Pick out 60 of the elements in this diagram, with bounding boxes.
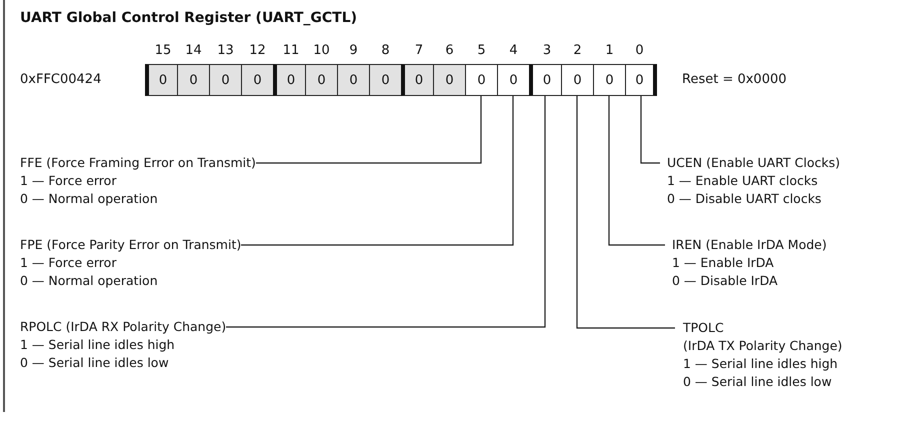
bit-number: 6 (444, 43, 455, 58)
bit-number: 5 (476, 43, 487, 58)
field-name: TPOLC (683, 319, 724, 337)
bit-number: 15 (154, 43, 172, 58)
bit-value: 0 (573, 72, 582, 88)
field-description: 1 — Enable UART clocks (667, 172, 818, 190)
bit-number: 10 (312, 43, 331, 58)
leader-line (608, 96, 665, 246)
leader-line (256, 96, 482, 164)
bit-value: 0 (381, 72, 390, 88)
bit-value: 0 (542, 72, 552, 88)
field-name: RPOLC (IrDA RX Polarity Change) (20, 318, 226, 336)
field-description: 0 — Disable UART clocks (667, 190, 822, 208)
field-name: UCEN (Enable UART Clocks) (667, 154, 840, 172)
field-name: IREN (Enable IrDA Mode) (672, 236, 827, 254)
field-description: 1 — Force error (20, 254, 116, 272)
bit-value: 0 (445, 72, 454, 88)
leader-line (576, 96, 675, 329)
bit-value: 0 (317, 72, 326, 88)
field-description: 1 — Force error (20, 172, 116, 190)
field-description: 1 — Serial line idles high (20, 336, 175, 354)
bit-number: 7 (414, 43, 424, 58)
bit-number: 12 (248, 43, 267, 58)
bit-value: 0 (253, 72, 262, 88)
bit-value: 0 (414, 72, 424, 88)
reset-value: Reset = 0x0000 (682, 72, 787, 87)
bit-number: 0 (634, 43, 645, 58)
bit-value: 0 (509, 72, 518, 88)
bit-value: 0 (158, 72, 168, 88)
bit-number: 11 (282, 43, 300, 58)
field-description: (IrDA TX Polarity Change) (683, 337, 842, 355)
bit-value: 0 (286, 72, 296, 88)
bit-number: 13 (216, 43, 235, 58)
diagram-title: UART Global Control Register (UART_GCTL) (20, 10, 358, 26)
bit-value: 0 (635, 72, 644, 88)
bit-value: 0 (221, 72, 230, 88)
field-description: 0 — Serial line idles low (20, 354, 169, 372)
bit-value: 0 (349, 72, 358, 88)
bit-number: 1 (604, 43, 615, 58)
bit-value: 0 (605, 72, 614, 88)
leader-line (241, 96, 514, 246)
field-description: 0 — Normal operation (20, 272, 158, 290)
bit-number: 2 (572, 43, 583, 58)
field-description: 1 — Serial line idles high (683, 355, 838, 373)
field-name: FFE (Force Framing Error on Transmit) (20, 154, 256, 172)
field-description: 0 — Disable IrDA (672, 272, 778, 290)
register-address: 0xFFC00424 (20, 72, 102, 87)
bit-number: 9 (348, 43, 359, 58)
field-description: 0 — Serial line idles low (683, 373, 832, 391)
field-description: 1 — Enable IrDA (672, 254, 774, 272)
bit-number: 8 (380, 43, 391, 58)
leader-line (226, 96, 546, 328)
bit-number: 4 (508, 43, 519, 58)
leader-line (640, 96, 660, 164)
field-description: 0 — Normal operation (20, 190, 158, 208)
field-name: FPE (Force Parity Error on Transmit) (20, 236, 242, 254)
bit-number: 3 (542, 43, 552, 58)
bit-value: 0 (477, 72, 486, 88)
bit-number: 14 (184, 43, 203, 58)
bit-value: 0 (189, 72, 198, 88)
